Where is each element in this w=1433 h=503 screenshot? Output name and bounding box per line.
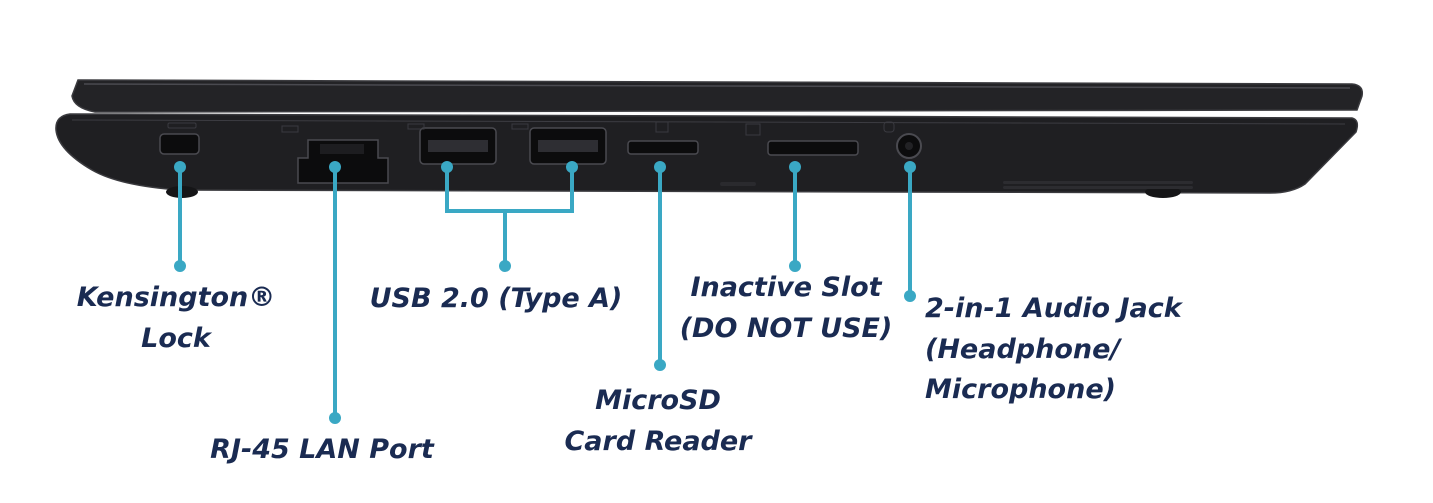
label-kensington-line1: Kensington®: [76, 282, 276, 313]
microsd-slot: [627, 140, 699, 155]
label-microsd-line1: MicroSD: [595, 385, 721, 416]
vent-grille: [1003, 181, 1193, 189]
callouts: [178, 165, 912, 420]
label-inactive-slot: Inactive Slot (DO NOT USE): [680, 268, 893, 349]
label-usb-line1: USB 2.0 (Type A): [369, 283, 623, 314]
kensington-slot: [159, 133, 200, 155]
label-inactive-line2: (DO NOT USE): [679, 312, 893, 344]
label-audio-line2: (Headphone/: [925, 333, 1121, 365]
inactive-slot: [767, 140, 859, 156]
laptop-lid: [71, 79, 1364, 113]
label-audio-line3: Microphone): [925, 374, 1116, 405]
label-audio-jack: 2-in-1 Audio Jack (Headphone/ Microphone…: [925, 289, 1182, 411]
label-rj45-port: RJ-45 LAN Port: [210, 430, 434, 471]
label-microsd-line2: Card Reader: [564, 425, 752, 457]
label-inactive-line1: Inactive Slot: [690, 272, 882, 303]
callout-usb: [445, 165, 574, 213]
label-rj45-line1: RJ-45 LAN Port: [210, 434, 434, 465]
label-kensington-lock: Kensington® Lock: [77, 278, 276, 359]
label-usb-2-0: USB 2.0 (Type A): [370, 279, 623, 320]
label-kensington-line2: Lock: [141, 322, 211, 354]
label-microsd-reader: MicroSD Card Reader: [564, 381, 751, 462]
label-audio-line1: 2-in-1 Audio Jack: [925, 293, 1182, 324]
